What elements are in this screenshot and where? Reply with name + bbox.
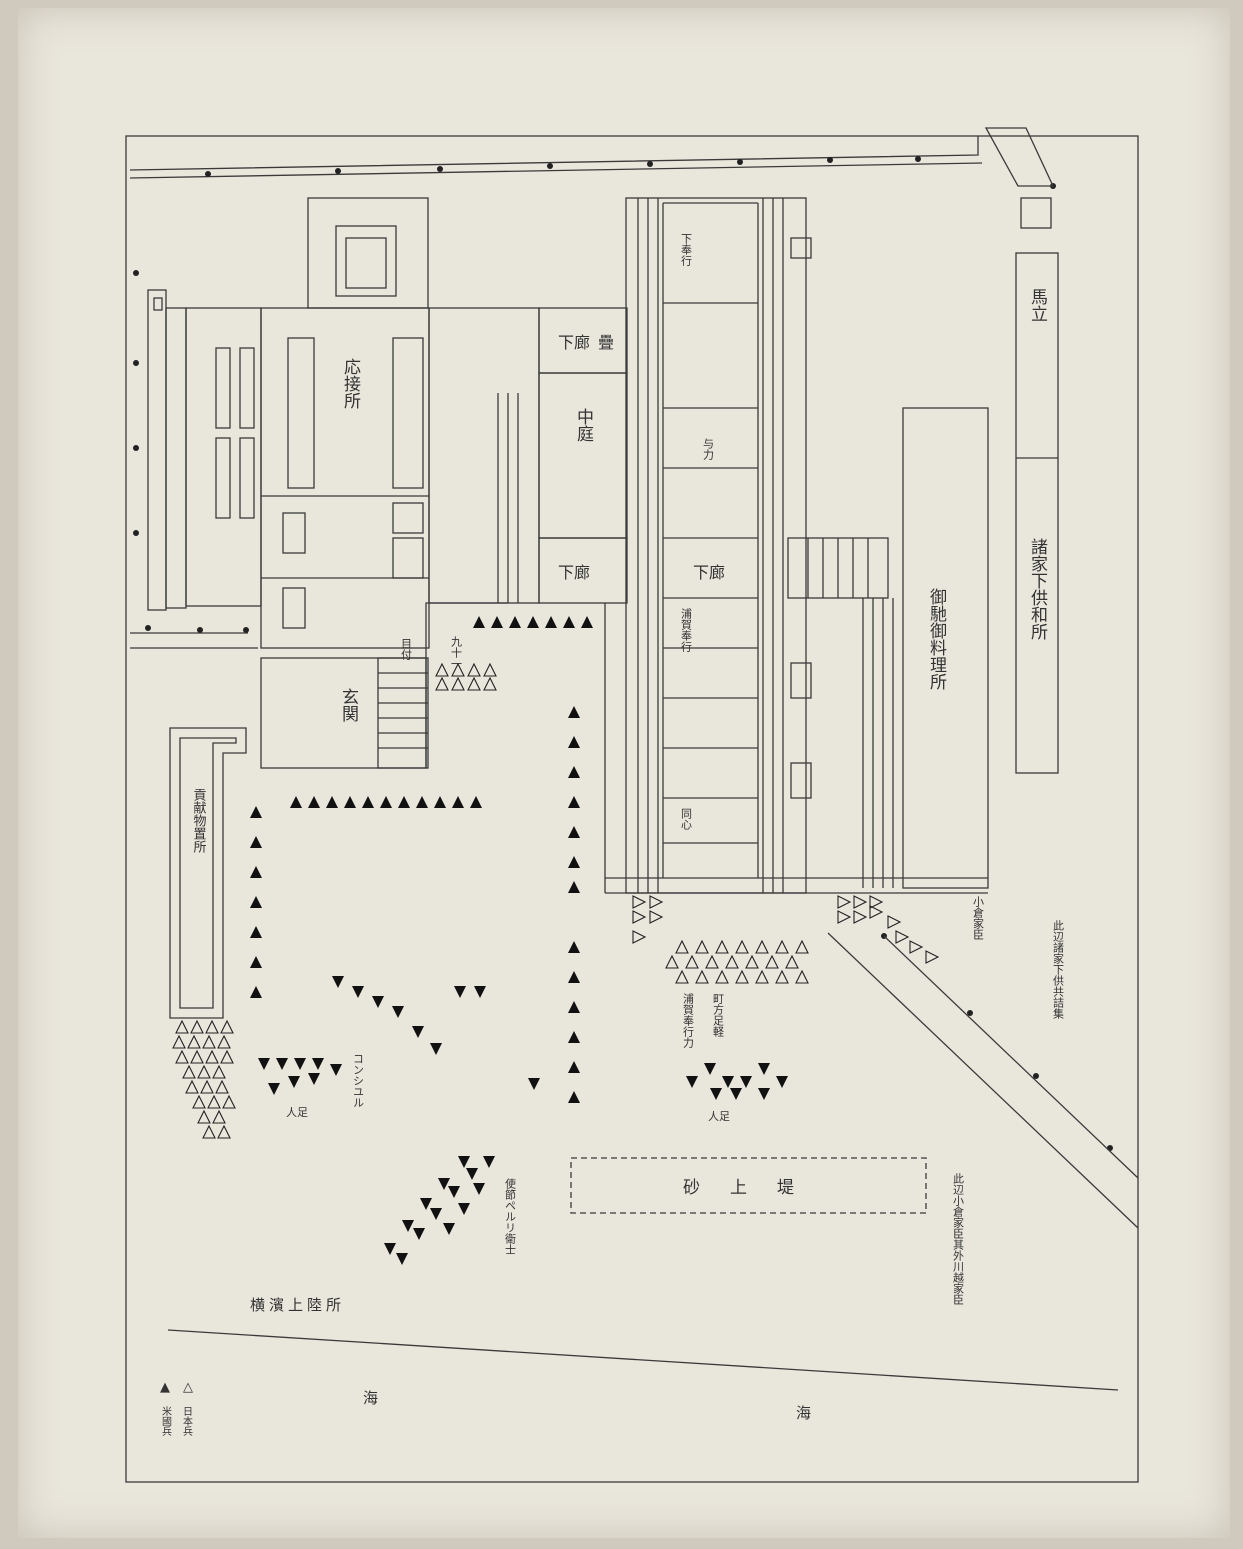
label-room-b: 与力 (702, 438, 715, 460)
top-fence (129, 136, 979, 171)
label-laborers-right: 人足 (708, 1110, 730, 1123)
label-lower-corridor-right: 下廊 (693, 563, 725, 582)
top-road (984, 127, 1055, 187)
left-building (185, 307, 262, 607)
label-room-d: 浦賀奉行 (680, 608, 693, 653)
label-yokohama-landing: 横濱上陸所 (250, 1296, 345, 1314)
legend-us-label: 米國兵 (160, 1405, 172, 1437)
label-room-c: 同心 (680, 808, 693, 830)
label-note-right: 此辺諸家下供共詰集 (1052, 920, 1065, 1019)
fence-posts (133, 156, 1113, 1151)
kitchen-building (902, 407, 989, 889)
diagonal-road (883, 935, 1139, 1179)
gift-storage (169, 727, 247, 1019)
paper-sheet: 応接所 玄関 中庭 御馳御料理所 馬立 諸家下供和所 貢献物置所 コンシユル 使… (18, 8, 1230, 1538)
legend-japan-label: 日本兵 (181, 1406, 193, 1437)
label-sea-left: 海 (363, 1389, 378, 1407)
sand-embankment (570, 1157, 927, 1214)
legend-us-symbol: ▲ (160, 1380, 170, 1395)
label-stable: 馬立 (1027, 288, 1048, 322)
label-town-guard: 町方足軽 (712, 993, 725, 1038)
label-consul: コンシユル (352, 1053, 365, 1108)
label-note-bottom: 此辺小倉家臣其外川越家臣 (952, 1173, 965, 1305)
label-lower-corridor-mid: 下廊 (558, 563, 590, 582)
label-retainers: 諸家下供和所 (1027, 538, 1048, 640)
stable-building (1015, 252, 1059, 774)
label-room-a: 下奉行 (680, 233, 693, 267)
label-gift-storage: 貢献物置所 (191, 788, 207, 853)
label-courtyard: 中庭 (573, 408, 594, 442)
label-tatami: 疊 (598, 333, 614, 352)
label-genkan: 玄関 (338, 688, 358, 722)
japanese-troops (172, 662, 940, 1139)
label-room-e: 目付 (400, 638, 413, 661)
us-troops (250, 616, 788, 1265)
shoreline (167, 1329, 1119, 1391)
label-sand-embankment: 砂上堤 (683, 1178, 824, 1198)
label-nakadouri: 九十一 (450, 636, 463, 669)
label-reception: 応接所 (340, 358, 361, 409)
label-kokura: 小倉家臣 (972, 896, 985, 940)
main-hall (625, 197, 807, 894)
label-lower-corridor-top: 下廊 (558, 333, 590, 352)
map-frame (125, 135, 1139, 1483)
label-laborers-left: 人足 (286, 1106, 308, 1119)
shrine-box (307, 197, 429, 309)
label-perry-guards: 使節ペルリ衛士 (504, 1178, 517, 1255)
hall-room-dividers (662, 202, 759, 878)
label-sea-right: 海 (796, 1404, 811, 1422)
middle-block (428, 307, 540, 604)
legend-japan-symbol: △ (183, 1380, 193, 1395)
label-kitchen: 御馳御料理所 (926, 588, 947, 690)
treaty-house-plan: 応接所 玄関 中庭 御馳御料理所 馬立 諸家下供和所 貢献物置所 コンシユル 使… (125, 127, 1139, 1483)
label-uraga: 浦賀奉行力 (682, 993, 695, 1048)
legend: △ 日本兵 ▲ 米國兵 (160, 1380, 194, 1437)
